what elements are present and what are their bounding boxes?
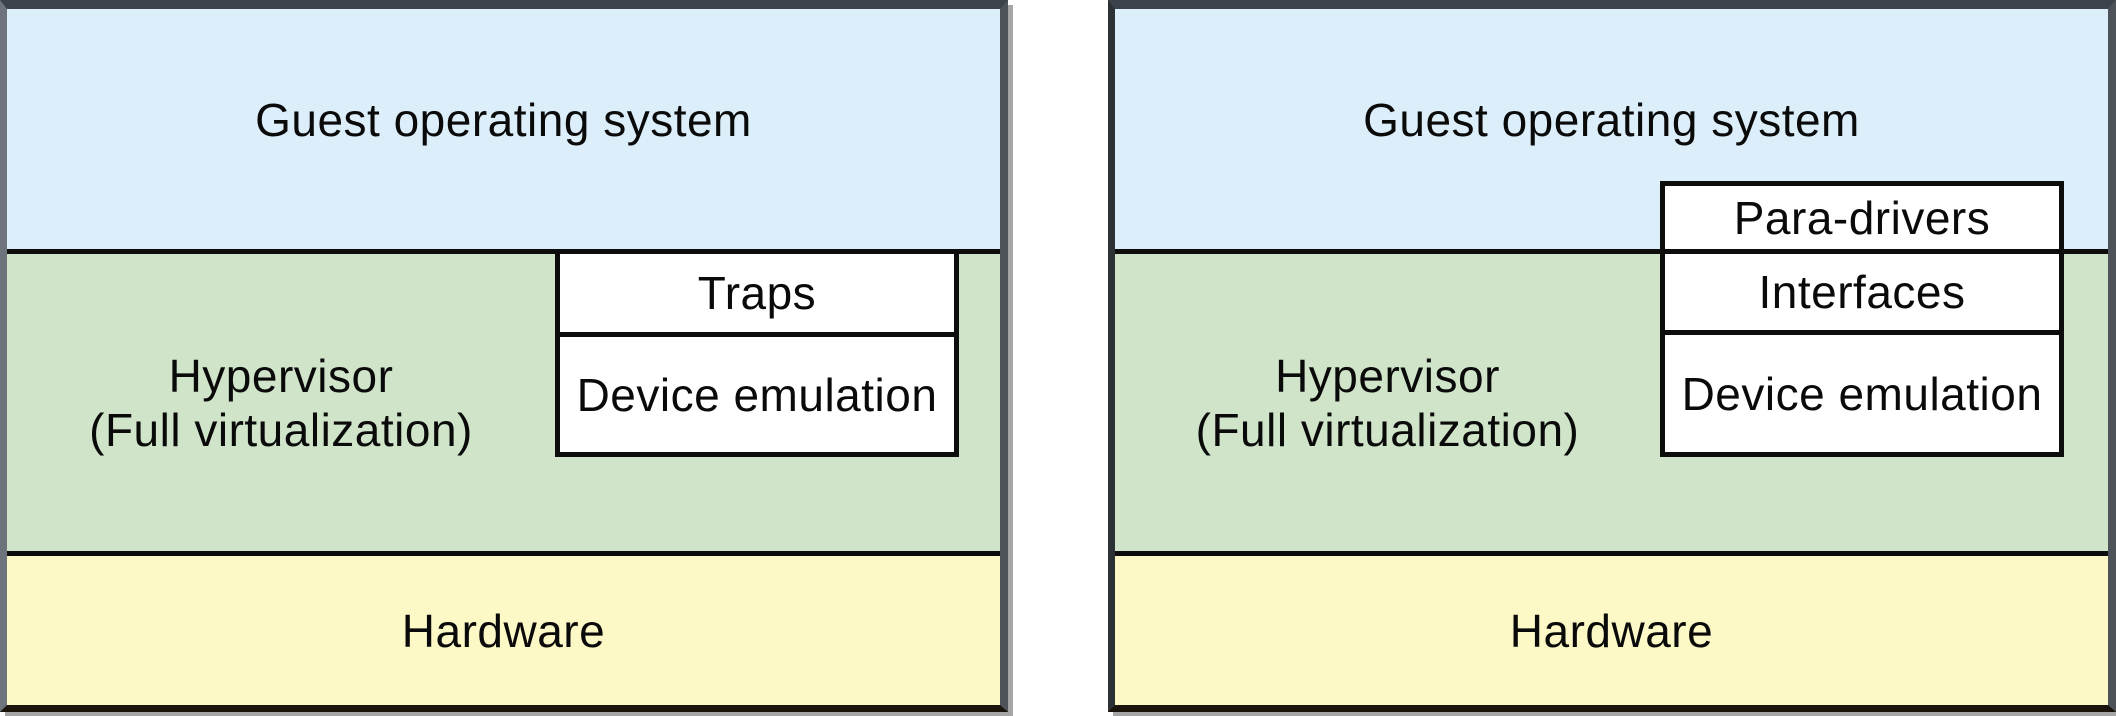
guest-hypervisor-divider [1115, 249, 2108, 254]
hypervisor-label: Hypervisor (Full virtualization) [7, 254, 555, 551]
device-emulation-box: Device emulation [1660, 330, 2064, 457]
guest-os-label: Guest operating system [255, 94, 752, 146]
traps-box: Traps [555, 249, 959, 337]
full-virtualization-diagram: Guest operating system Hypervisor (Full … [0, 0, 1008, 712]
hypervisor-label-line2: (Full virtualization) [1195, 403, 1580, 456]
device-emulation-box: Device emulation [555, 332, 959, 457]
para-drivers-box: Para-drivers [1660, 181, 2064, 254]
full-virtualization-diagram-inner: Guest operating system Hypervisor (Full … [7, 9, 1000, 705]
hardware-layer [7, 556, 1000, 705]
hypervisor-hardware-divider [7, 551, 1000, 556]
hypervisor-label: Hypervisor (Full virtualization) [1115, 254, 1660, 551]
hypervisor-hardware-divider [1115, 551, 2108, 556]
hypervisor-label-line1: Hypervisor [168, 349, 394, 402]
paravirtualization-diagram: Guest operating system Hypervisor (Full … [1108, 0, 2116, 712]
interfaces-box: Interfaces [1660, 249, 2064, 335]
guest-os-layer [7, 9, 1000, 249]
guest-hypervisor-divider [7, 249, 1000, 254]
hypervisor-label-line2: (Full virtualization) [89, 403, 473, 456]
guest-os-label: Guest operating system [1363, 94, 1860, 146]
hardware-label: Hardware [401, 604, 606, 657]
hardware-layer [1115, 556, 2108, 705]
hypervisor-label-line1: Hypervisor [1275, 349, 1500, 402]
hardware-label: Hardware [1509, 604, 1714, 657]
paravirtualization-diagram-inner: Guest operating system Hypervisor (Full … [1115, 9, 2108, 705]
